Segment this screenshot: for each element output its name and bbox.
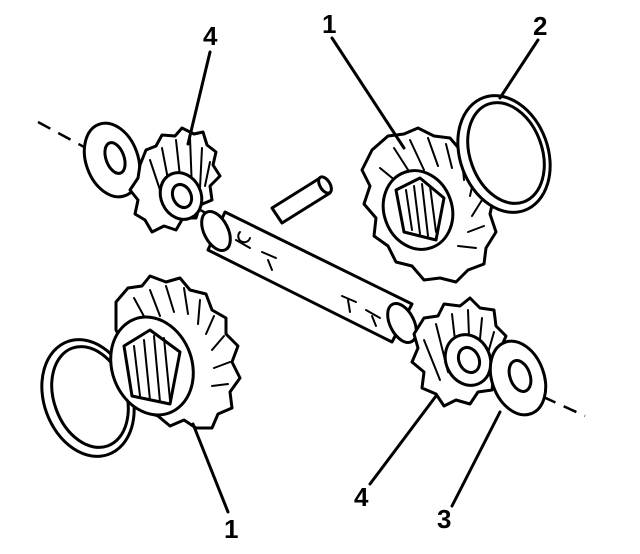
callout-4-bottom-right: 4 <box>354 482 369 512</box>
thrust-washer-bottom-right <box>488 339 548 417</box>
callout-4-top-left: 4 <box>203 21 218 51</box>
callout-1-bottom-left: 1 <box>224 514 238 544</box>
lock-pin <box>270 175 333 225</box>
leader-line-top-left-pinion <box>186 50 212 146</box>
leader-line-top-right-washer <box>498 38 540 100</box>
callout-1-top-right: 1 <box>322 9 336 39</box>
leader-line-bottom-right-washer <box>450 410 502 508</box>
thrust-washer-top-right <box>456 94 552 214</box>
pinion-shaft <box>200 210 418 344</box>
leader-line-top-right-gear <box>330 36 406 150</box>
thrust-washer-left <box>82 121 142 199</box>
leader-line-bottom-right-pinion <box>368 394 438 486</box>
pinion-gear-bottom-right <box>410 296 508 408</box>
leader-line-bottom-left-gear <box>191 422 230 514</box>
pinion-gear-top-left <box>128 126 222 234</box>
callout-3-bottom-right: 3 <box>437 504 451 534</box>
side-gear-bottom-left <box>109 274 242 430</box>
callout-2-top-right: 2 <box>533 11 547 41</box>
